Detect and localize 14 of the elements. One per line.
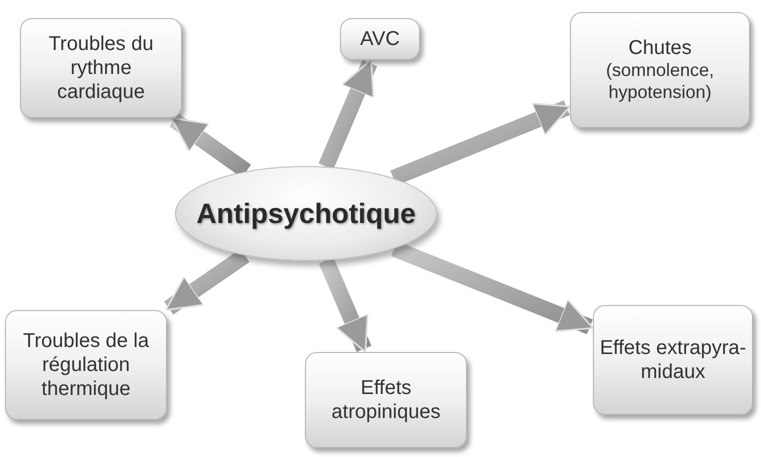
- node-label: Chutes: [628, 36, 692, 60]
- rounded-box: [20, 18, 182, 118]
- rounded-box: [570, 12, 750, 128]
- node-label: Effets extrapyra- midaux: [598, 336, 748, 384]
- rounded-box: [340, 18, 420, 60]
- node-label: AVC: [360, 27, 400, 51]
- node-label: Troubles de la régulation thermique: [22, 329, 150, 401]
- node-label: Antipsychotique: [196, 198, 416, 230]
- rounded-box: [305, 352, 467, 448]
- rounded-box: [593, 305, 753, 415]
- node-subtext: (somnolence, hypotension): [604, 60, 716, 104]
- node-label: Troubles du rythme cardiaque: [48, 32, 154, 104]
- node-label: Effets atropiniques: [330, 376, 442, 424]
- rounded-box: [5, 310, 167, 420]
